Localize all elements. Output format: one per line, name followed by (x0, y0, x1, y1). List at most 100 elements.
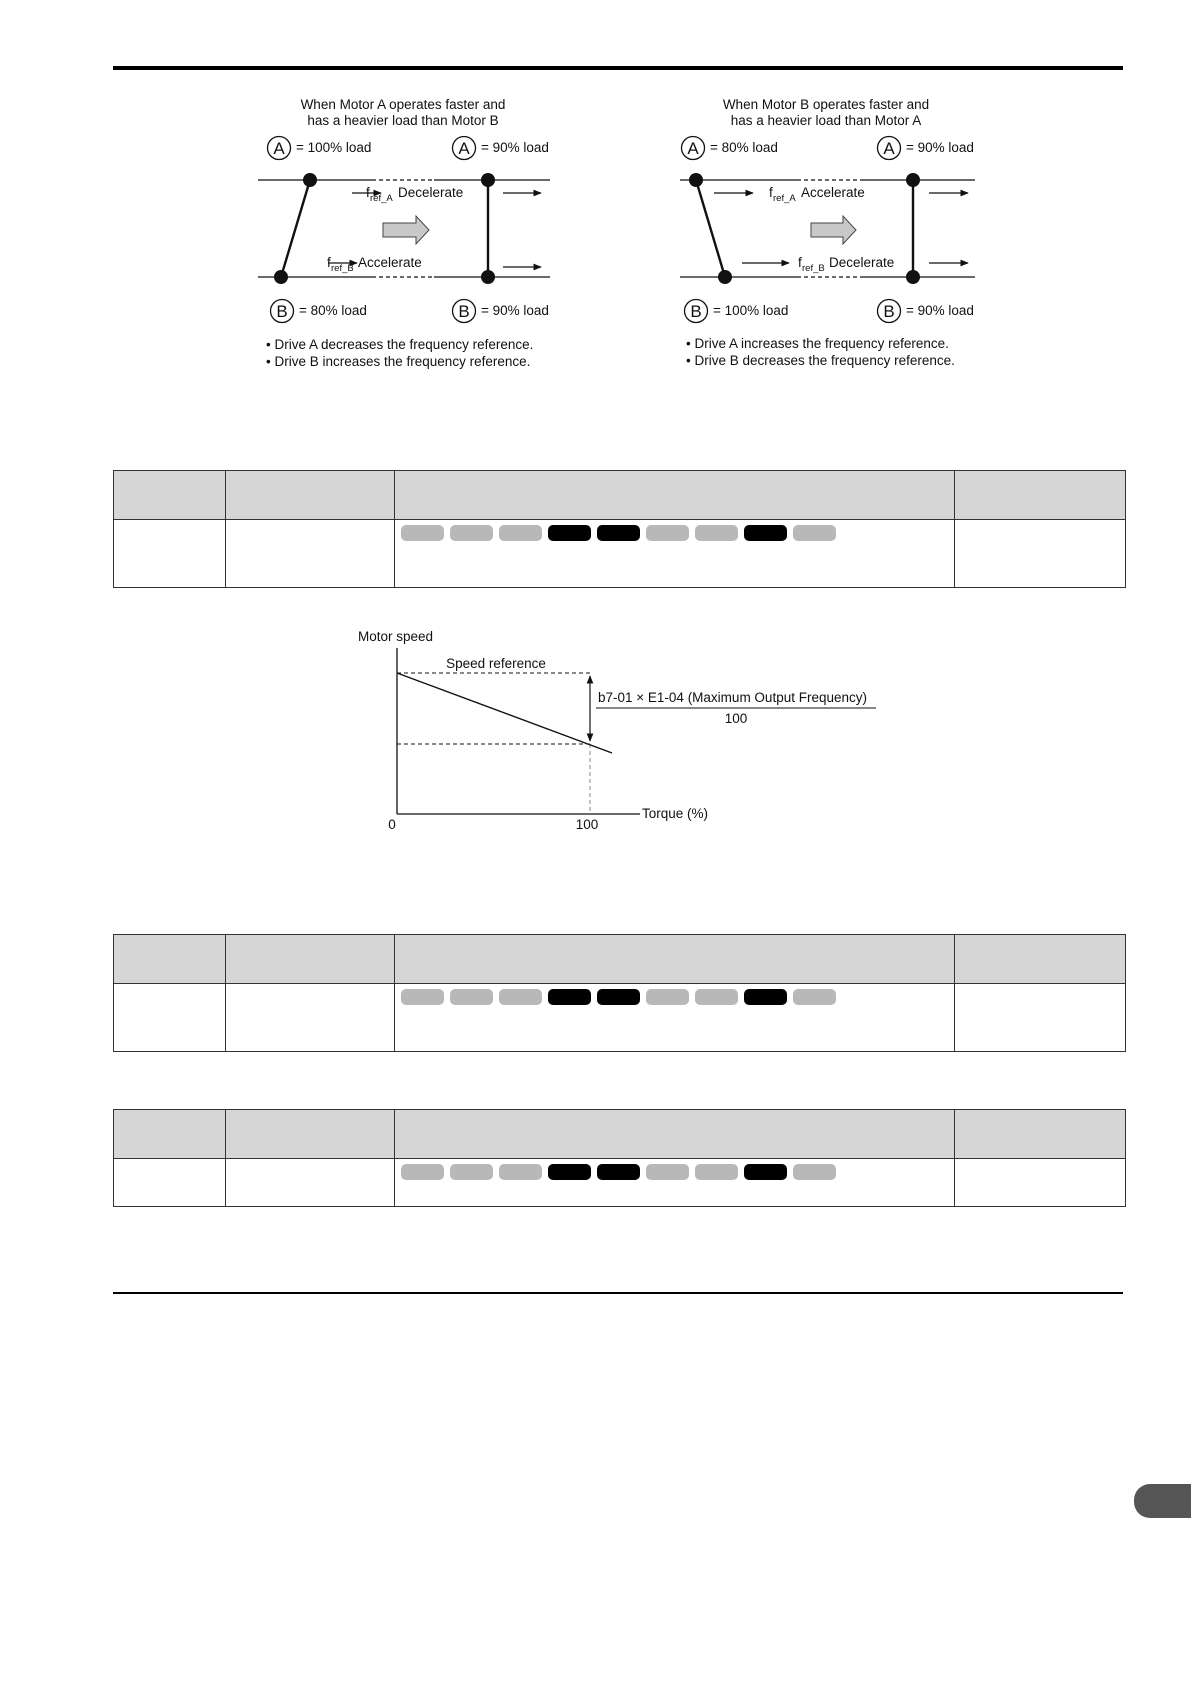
left-b-start-letter: B (276, 302, 287, 321)
header-cell-3 (394, 934, 955, 984)
control-mode-pill-off (793, 1164, 836, 1180)
control-mode-pill-off (401, 1164, 444, 1180)
left-a-end-circle (451, 135, 477, 161)
right-a-end-letter: A (883, 139, 895, 158)
right-note-1: • Drive A increases the frequency refere… (686, 336, 949, 351)
right-b-end-load: = 90% load (906, 303, 974, 318)
control-mode-cell (394, 519, 955, 588)
left-b-end-load: = 90% load (481, 303, 549, 318)
body-cell-2 (225, 1158, 395, 1207)
parameter-table-1 (113, 470, 1126, 588)
control-mode-pill-off (401, 989, 444, 1005)
control-mode-pill-off (695, 989, 738, 1005)
control-mode-indicators (395, 1159, 954, 1180)
control-mode-pill-off (499, 1164, 542, 1180)
control-mode-pill-on (597, 525, 640, 541)
left-direction-arrow (382, 214, 430, 246)
right-a-start-letter: A (687, 139, 699, 158)
control-mode-pill-on (548, 989, 591, 1005)
control-mode-pill-off (793, 525, 836, 541)
formula-denominator: 100 (725, 711, 748, 726)
header-cell-4 (954, 470, 1126, 520)
body-cell-4 (954, 1158, 1126, 1207)
header-cell-4 (954, 1109, 1126, 1159)
header-cell-3 (394, 1109, 955, 1159)
header-cell-1 (113, 470, 226, 520)
right-fref-a-f: f (769, 185, 773, 200)
control-mode-cell (394, 983, 955, 1052)
control-mode-pill-off (646, 525, 689, 541)
table-row (113, 519, 1126, 588)
left-fref-a-sub: ref_A (370, 193, 393, 204)
control-mode-pill-on (548, 1164, 591, 1180)
body-cell-1 (113, 983, 226, 1052)
left-a-start-load: = 100% load (296, 140, 371, 155)
left-a-start-circle (266, 135, 292, 161)
right-fref-a-sub: ref_A (773, 193, 796, 204)
header-cell-2 (225, 470, 395, 520)
header-cell-4 (954, 934, 1126, 984)
formula-numerator: b7-01 × E1-04 (Maximum Output Frequency) (598, 690, 867, 705)
table-row (113, 983, 1126, 1052)
right-b-end-letter: B (883, 302, 894, 321)
table-header-row (113, 934, 1126, 984)
body-cell-4 (954, 983, 1126, 1052)
control-mode-pill-off (450, 1164, 493, 1180)
right-title-line2: has a heavier load than Motor A (731, 113, 922, 128)
footer-rule (113, 1292, 1123, 1294)
right-direction-arrow (810, 214, 857, 246)
table-header-row (113, 470, 1126, 520)
speed-reference-label: Speed reference (446, 656, 546, 671)
control-mode-pill-off (646, 1164, 689, 1180)
right-a-start-load: = 80% load (710, 140, 778, 155)
table-header-row (113, 1109, 1126, 1159)
x-axis-label: Torque (%) (642, 806, 708, 821)
control-mode-pill-off (793, 989, 836, 1005)
control-mode-pill-off (499, 989, 542, 1005)
header-cell-1 (113, 934, 226, 984)
left-fref-a-f: f (366, 185, 370, 200)
control-mode-pill-off (450, 525, 493, 541)
control-mode-indicators (395, 984, 954, 1005)
header-rule (113, 66, 1123, 70)
right-fref-b-f: f (798, 255, 802, 270)
control-mode-pill-off (499, 525, 542, 541)
control-mode-cell (394, 1158, 955, 1207)
body-cell-2 (225, 983, 395, 1052)
body-cell-1 (113, 519, 226, 588)
right-a-end-load: = 90% load (906, 140, 974, 155)
left-title-line1: When Motor A operates faster and (301, 97, 506, 112)
control-mode-pill-off (695, 525, 738, 541)
droop-control-figure: Motor speed Torque (%) 0 100 Speed refer… (350, 622, 890, 832)
right-panel: When Motor B operates faster and has a h… (680, 97, 975, 368)
body-cell-4 (954, 519, 1126, 588)
left-a-start-letter: A (273, 139, 285, 158)
body-cell-2 (225, 519, 395, 588)
load-sharing-figure: When Motor A operates faster and has a h… (250, 88, 990, 378)
header-cell-3 (394, 470, 955, 520)
right-fref-b-sub: ref_B (802, 263, 825, 274)
parameter-table-2 (113, 934, 1126, 1052)
body-cell-1 (113, 1158, 226, 1207)
right-fref-b-action: Decelerate (829, 255, 894, 270)
control-mode-pill-off (695, 1164, 738, 1180)
right-b-start-load: = 100% load (713, 303, 788, 318)
x-tick-label-100: 100 (576, 817, 599, 832)
right-b-start-letter: B (690, 302, 701, 321)
control-mode-pill-on (744, 525, 787, 541)
control-mode-pill-on (744, 989, 787, 1005)
droop-line (396, 672, 613, 754)
y-axis-label: Motor speed (358, 629, 433, 644)
control-mode-pill-on (744, 1164, 787, 1180)
parameter-table-3 (113, 1109, 1126, 1207)
left-title-line2: has a heavier load than Motor B (307, 113, 498, 128)
control-mode-pill-off (401, 525, 444, 541)
header-cell-1 (113, 1109, 226, 1159)
left-note-2: • Drive B increases the frequency refere… (266, 354, 530, 369)
left-a-end-load: = 90% load (481, 140, 549, 155)
right-title-line1: When Motor B operates faster and (723, 97, 929, 112)
left-fref-b-sub: ref_B (331, 263, 354, 274)
left-fref-b-f: f (327, 255, 331, 270)
header-cell-2 (225, 934, 395, 984)
right-fref-a-action: Accelerate (801, 185, 865, 200)
